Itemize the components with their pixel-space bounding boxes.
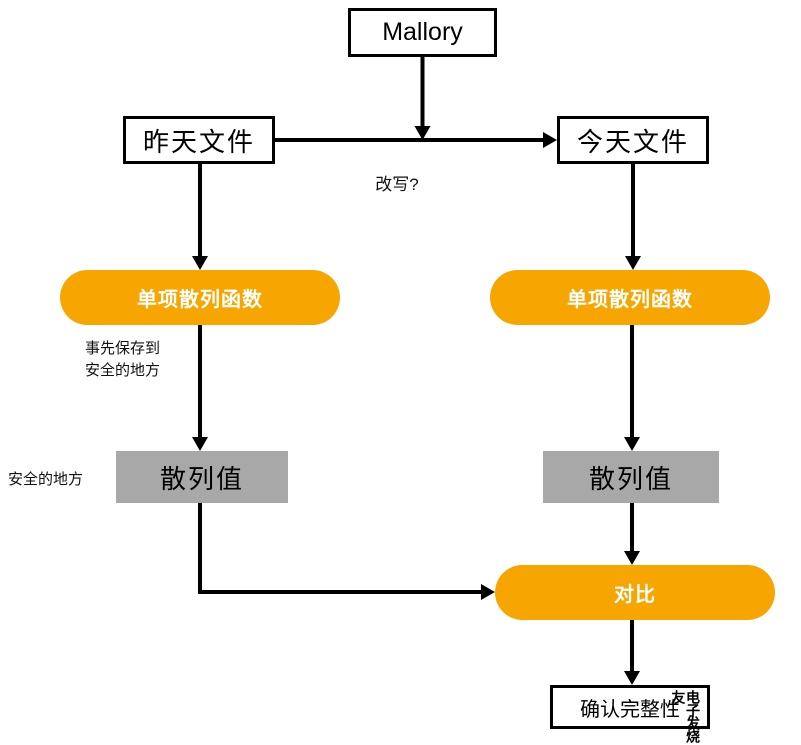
rewrite-question-label: 改写? — [375, 175, 419, 194]
arrow-hashvalue-to-compare-right — [624, 503, 640, 565]
saved-in-advance-note: 事先保存到 安全的地方 — [85, 340, 161, 379]
node-hash-function-right: 单项散列函数 — [490, 270, 770, 325]
arrow-hashvalue-to-compare-left — [198, 503, 495, 600]
node-yesterday-file: 昨天文件 — [123, 116, 275, 164]
arrow-hashfn-to-hashvalue-right — [624, 325, 640, 451]
node-mallory: Mallory — [348, 8, 497, 57]
arrow-compare-to-confirm — [624, 620, 640, 685]
arrow-yesterday-to-hashfn — [192, 164, 208, 270]
node-hash-value-left: 散列值 — [116, 451, 288, 503]
node-confirm-integrity: 确认完整性 — [550, 685, 710, 729]
node-today-file: 今天文件 — [557, 116, 709, 164]
arrow-yesterday-to-today — [275, 132, 557, 148]
node-compare: 对比 — [495, 565, 775, 620]
arrow-mallory-to-files — [414, 57, 431, 140]
watermark: 电子发烧友 — [670, 690, 700, 742]
safe-place-label: 安全的地方 — [8, 471, 84, 488]
node-hash-function-left: 单项散列函数 — [60, 270, 340, 325]
node-hash-value-right: 散列值 — [543, 451, 719, 503]
arrow-today-to-hashfn — [625, 164, 641, 270]
